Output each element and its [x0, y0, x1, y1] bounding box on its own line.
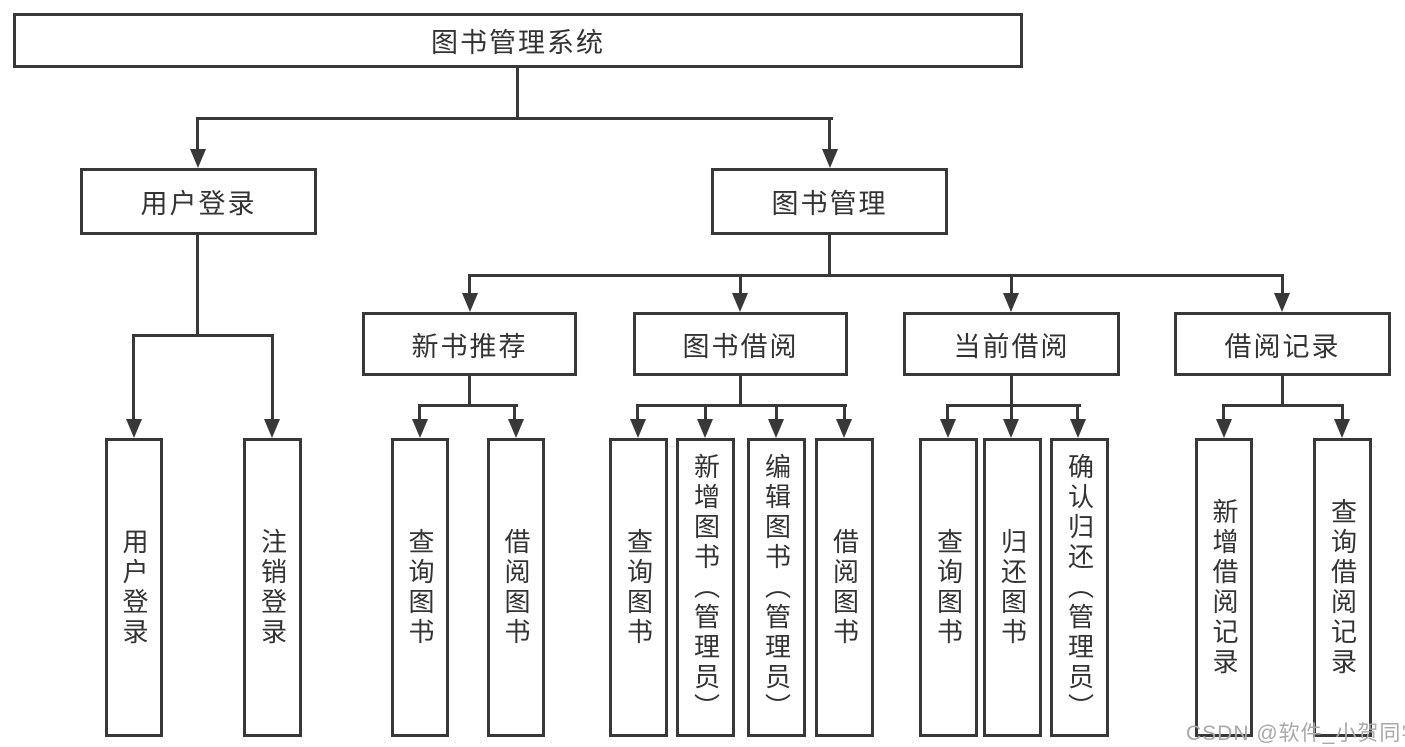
arrowhead-icon [732, 293, 748, 312]
connector-line [468, 374, 471, 407]
connector-line [946, 404, 949, 420]
leaf-add-borrow-record: 新增借阅记录 [1195, 438, 1253, 737]
connector-line [1281, 274, 1284, 298]
connector-line [132, 334, 274, 337]
leaf-query-books-recommend: 查询图书 [391, 438, 449, 737]
connector-line [418, 404, 421, 420]
connector-line [418, 404, 518, 407]
arrowhead-icon [940, 419, 956, 438]
leaf-borrow-books: 借阅图书 [815, 438, 874, 737]
connector-line [1076, 404, 1079, 420]
connector-line [636, 404, 847, 407]
node-book-management: 图书管理 [711, 168, 948, 235]
connector-line [739, 374, 742, 407]
arrowhead-icon [1274, 293, 1290, 312]
node-library-management-system: 图书管理系统 [13, 13, 1023, 68]
arrowhead-icon [1216, 419, 1232, 438]
leaf-query-borrow-record: 查询借阅记录 [1313, 438, 1372, 737]
leaf-query-books-current: 查询图书 [919, 438, 978, 737]
arrowhead-icon [264, 419, 280, 438]
csdn-watermark: CSDN @软件_小贺同学 [1186, 722, 1405, 745]
connector-line [196, 117, 199, 152]
connector-line [513, 404, 516, 420]
arrowhead-icon [412, 419, 428, 438]
arrowhead-icon [1003, 293, 1019, 312]
connector-line [775, 404, 778, 420]
leaf-return-books: 归还图书 [983, 438, 1042, 737]
arrowhead-icon [1334, 419, 1350, 438]
connector-line [271, 334, 274, 422]
arrowhead-icon [1070, 419, 1086, 438]
node-borrowing-records: 借阅记录 [1174, 312, 1391, 376]
connector-line [843, 404, 846, 420]
connector-line [132, 334, 135, 422]
leaf-edit-books-admin: 编辑图书（管理员） [747, 438, 806, 737]
connector-line [828, 233, 831, 277]
connector-line [739, 274, 742, 298]
leaf-user-login: 用户登录 [105, 438, 163, 737]
leaf-borrow-books-recommend: 借阅图书 [487, 438, 545, 737]
leaf-confirm-return-admin: 确认归还（管理员） [1050, 438, 1109, 737]
connector-line [196, 117, 833, 120]
connector-line [946, 404, 1081, 407]
connector-line [468, 274, 471, 298]
arrowhead-icon [836, 419, 852, 438]
connector-line [196, 233, 199, 337]
connector-line [1222, 404, 1225, 420]
leaf-add-books-admin: 新增图书（管理员） [676, 438, 735, 737]
arrowhead-icon [697, 419, 713, 438]
arrowhead-icon [126, 419, 142, 438]
connector-line [1281, 374, 1284, 407]
arrowhead-icon [630, 419, 646, 438]
arrowhead-icon [190, 149, 206, 168]
node-book-borrowing: 图书借阅 [633, 312, 848, 376]
arrowhead-icon [768, 419, 784, 438]
leaf-query-books-borrowing: 查询图书 [609, 438, 668, 737]
connector-line [1010, 404, 1013, 420]
leaf-logout: 注销登录 [243, 438, 302, 737]
arrowhead-icon [462, 293, 478, 312]
arrowhead-icon [822, 149, 838, 168]
node-new-book-recommendation: 新书推荐 [362, 312, 577, 376]
connector-line [516, 66, 519, 120]
connector-line [636, 404, 639, 420]
node-current-borrowing: 当前借阅 [903, 312, 1120, 376]
arrowhead-icon [1003, 419, 1019, 438]
connector-line [704, 404, 707, 420]
connector-line [1341, 404, 1344, 420]
connector-line [468, 274, 1284, 277]
connector-line [1010, 274, 1013, 298]
connector-line [1010, 374, 1013, 407]
connector-line [1222, 404, 1344, 407]
arrowhead-icon [508, 419, 524, 438]
node-user-login: 用户登录 [80, 168, 317, 235]
connector-line [828, 117, 831, 152]
